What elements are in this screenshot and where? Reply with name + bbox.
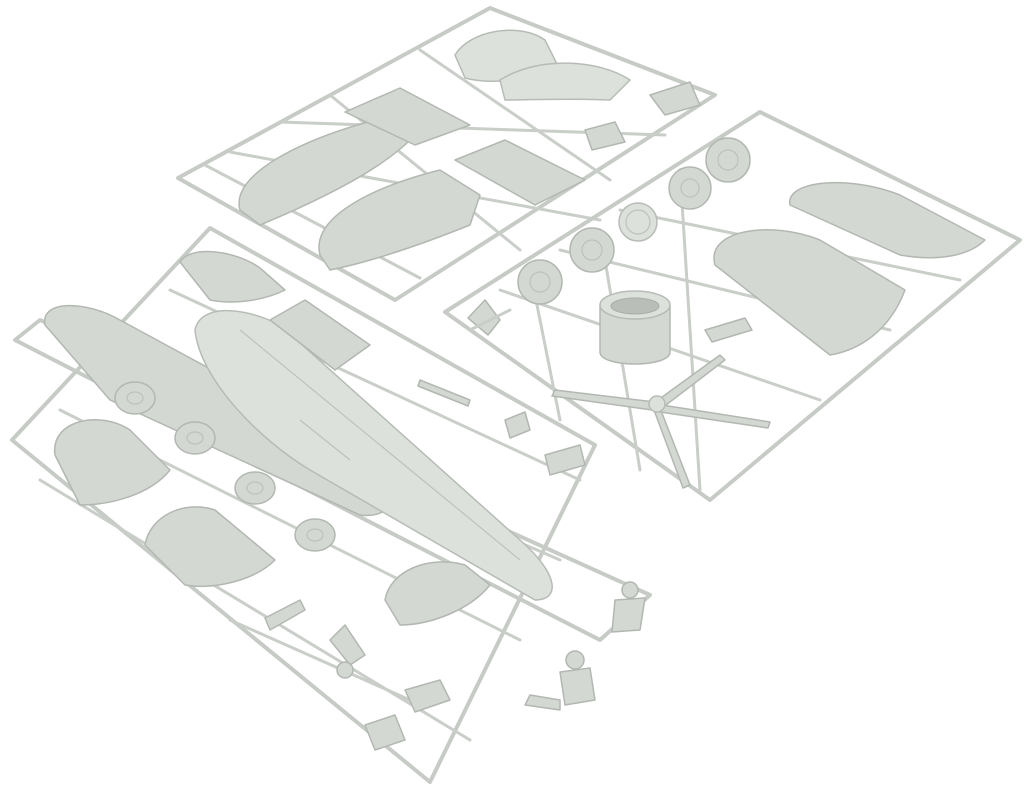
engine-cylinders-2 — [668, 166, 712, 210]
flap-upper — [344, 87, 471, 146]
exhaust-part — [504, 411, 531, 439]
fuselage-half-upper — [194, 309, 553, 601]
bracket-part — [584, 121, 626, 151]
elevator-left — [144, 506, 276, 587]
propeller — [551, 354, 771, 489]
small-part-corner — [649, 81, 701, 116]
rudder-left — [54, 419, 171, 506]
engine-cylinders-4 — [517, 259, 563, 305]
engine-ring — [618, 202, 658, 242]
small-block — [544, 444, 586, 476]
pilot-figure-standing — [611, 581, 646, 633]
control-surface-mid — [269, 299, 371, 371]
small-strip — [704, 317, 753, 343]
fuselage-sprue — [10, 226, 652, 784]
tail-plane-upper — [789, 181, 986, 259]
cowl-panel-mid — [499, 62, 632, 101]
fuselage-sprue-frame — [10, 226, 597, 784]
wheel-2 — [174, 421, 216, 455]
engine-cylinders-1 — [705, 137, 751, 183]
wheel-3 — [234, 471, 276, 505]
flap-lower — [454, 139, 586, 206]
fuselage-sprue-inner-frame — [13, 318, 652, 642]
wing-sprue — [176, 6, 717, 302]
engine-mount — [467, 299, 512, 336]
gear-leg — [329, 624, 366, 666]
gear-door — [404, 679, 451, 713]
tail-fin-top — [179, 250, 286, 303]
landing-gear-strut — [264, 599, 306, 631]
engine-cowling — [599, 290, 671, 365]
wheel-1 — [114, 381, 156, 415]
seat-part — [364, 714, 406, 751]
wheel-4 — [294, 518, 336, 552]
engine-cylinders-3 — [569, 227, 615, 273]
antenna-part — [417, 379, 471, 407]
engine-sprue-frame — [443, 110, 1022, 502]
small-wheel — [336, 661, 354, 679]
wing-section-bottom — [384, 561, 491, 626]
tail-plane-lower — [713, 229, 906, 356]
pilot-figure-seated — [524, 650, 596, 711]
engine-sprue — [443, 110, 1022, 502]
wing-panel-right — [318, 169, 481, 271]
